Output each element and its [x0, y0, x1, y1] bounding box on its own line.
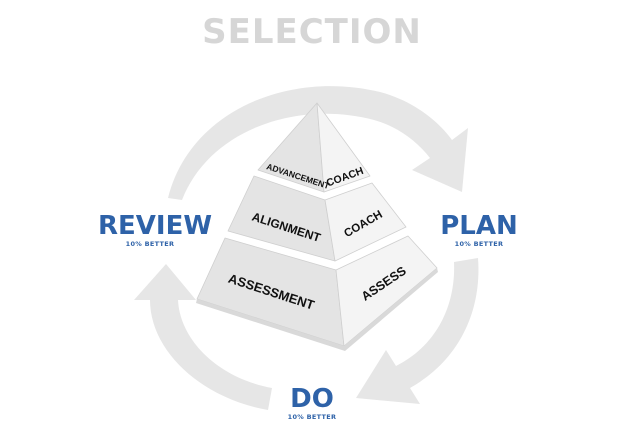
stage-do: DO 10% BETTER — [272, 385, 352, 422]
stage-review-label: REVIEW — [98, 211, 213, 241]
stage-plan-label: PLAN — [440, 211, 518, 241]
cycle-arrows — [134, 86, 479, 410]
stage-do-label: DO — [290, 384, 334, 414]
arrow-do-to-review — [134, 264, 272, 410]
arrow-review-to-plan — [168, 86, 468, 200]
stage-do-sub: 10% BETTER — [287, 413, 337, 421]
pyramid-top-side — [316, 102, 371, 193]
arrow-plan-to-do — [356, 258, 479, 404]
stage-plan-sub: 10% BETTER — [454, 240, 504, 248]
stage-review-sub: 10% BETTER — [125, 240, 175, 248]
diagram-title: SELECTION — [202, 12, 422, 52]
stage-review: REVIEW 10% BETTER — [98, 211, 213, 249]
pyramid-base-shadow — [196, 268, 438, 351]
pyramid-middle-side — [324, 182, 407, 262]
stage-plan: PLAN 10% BETTER — [434, 212, 524, 249]
pyramid — [196, 102, 438, 351]
